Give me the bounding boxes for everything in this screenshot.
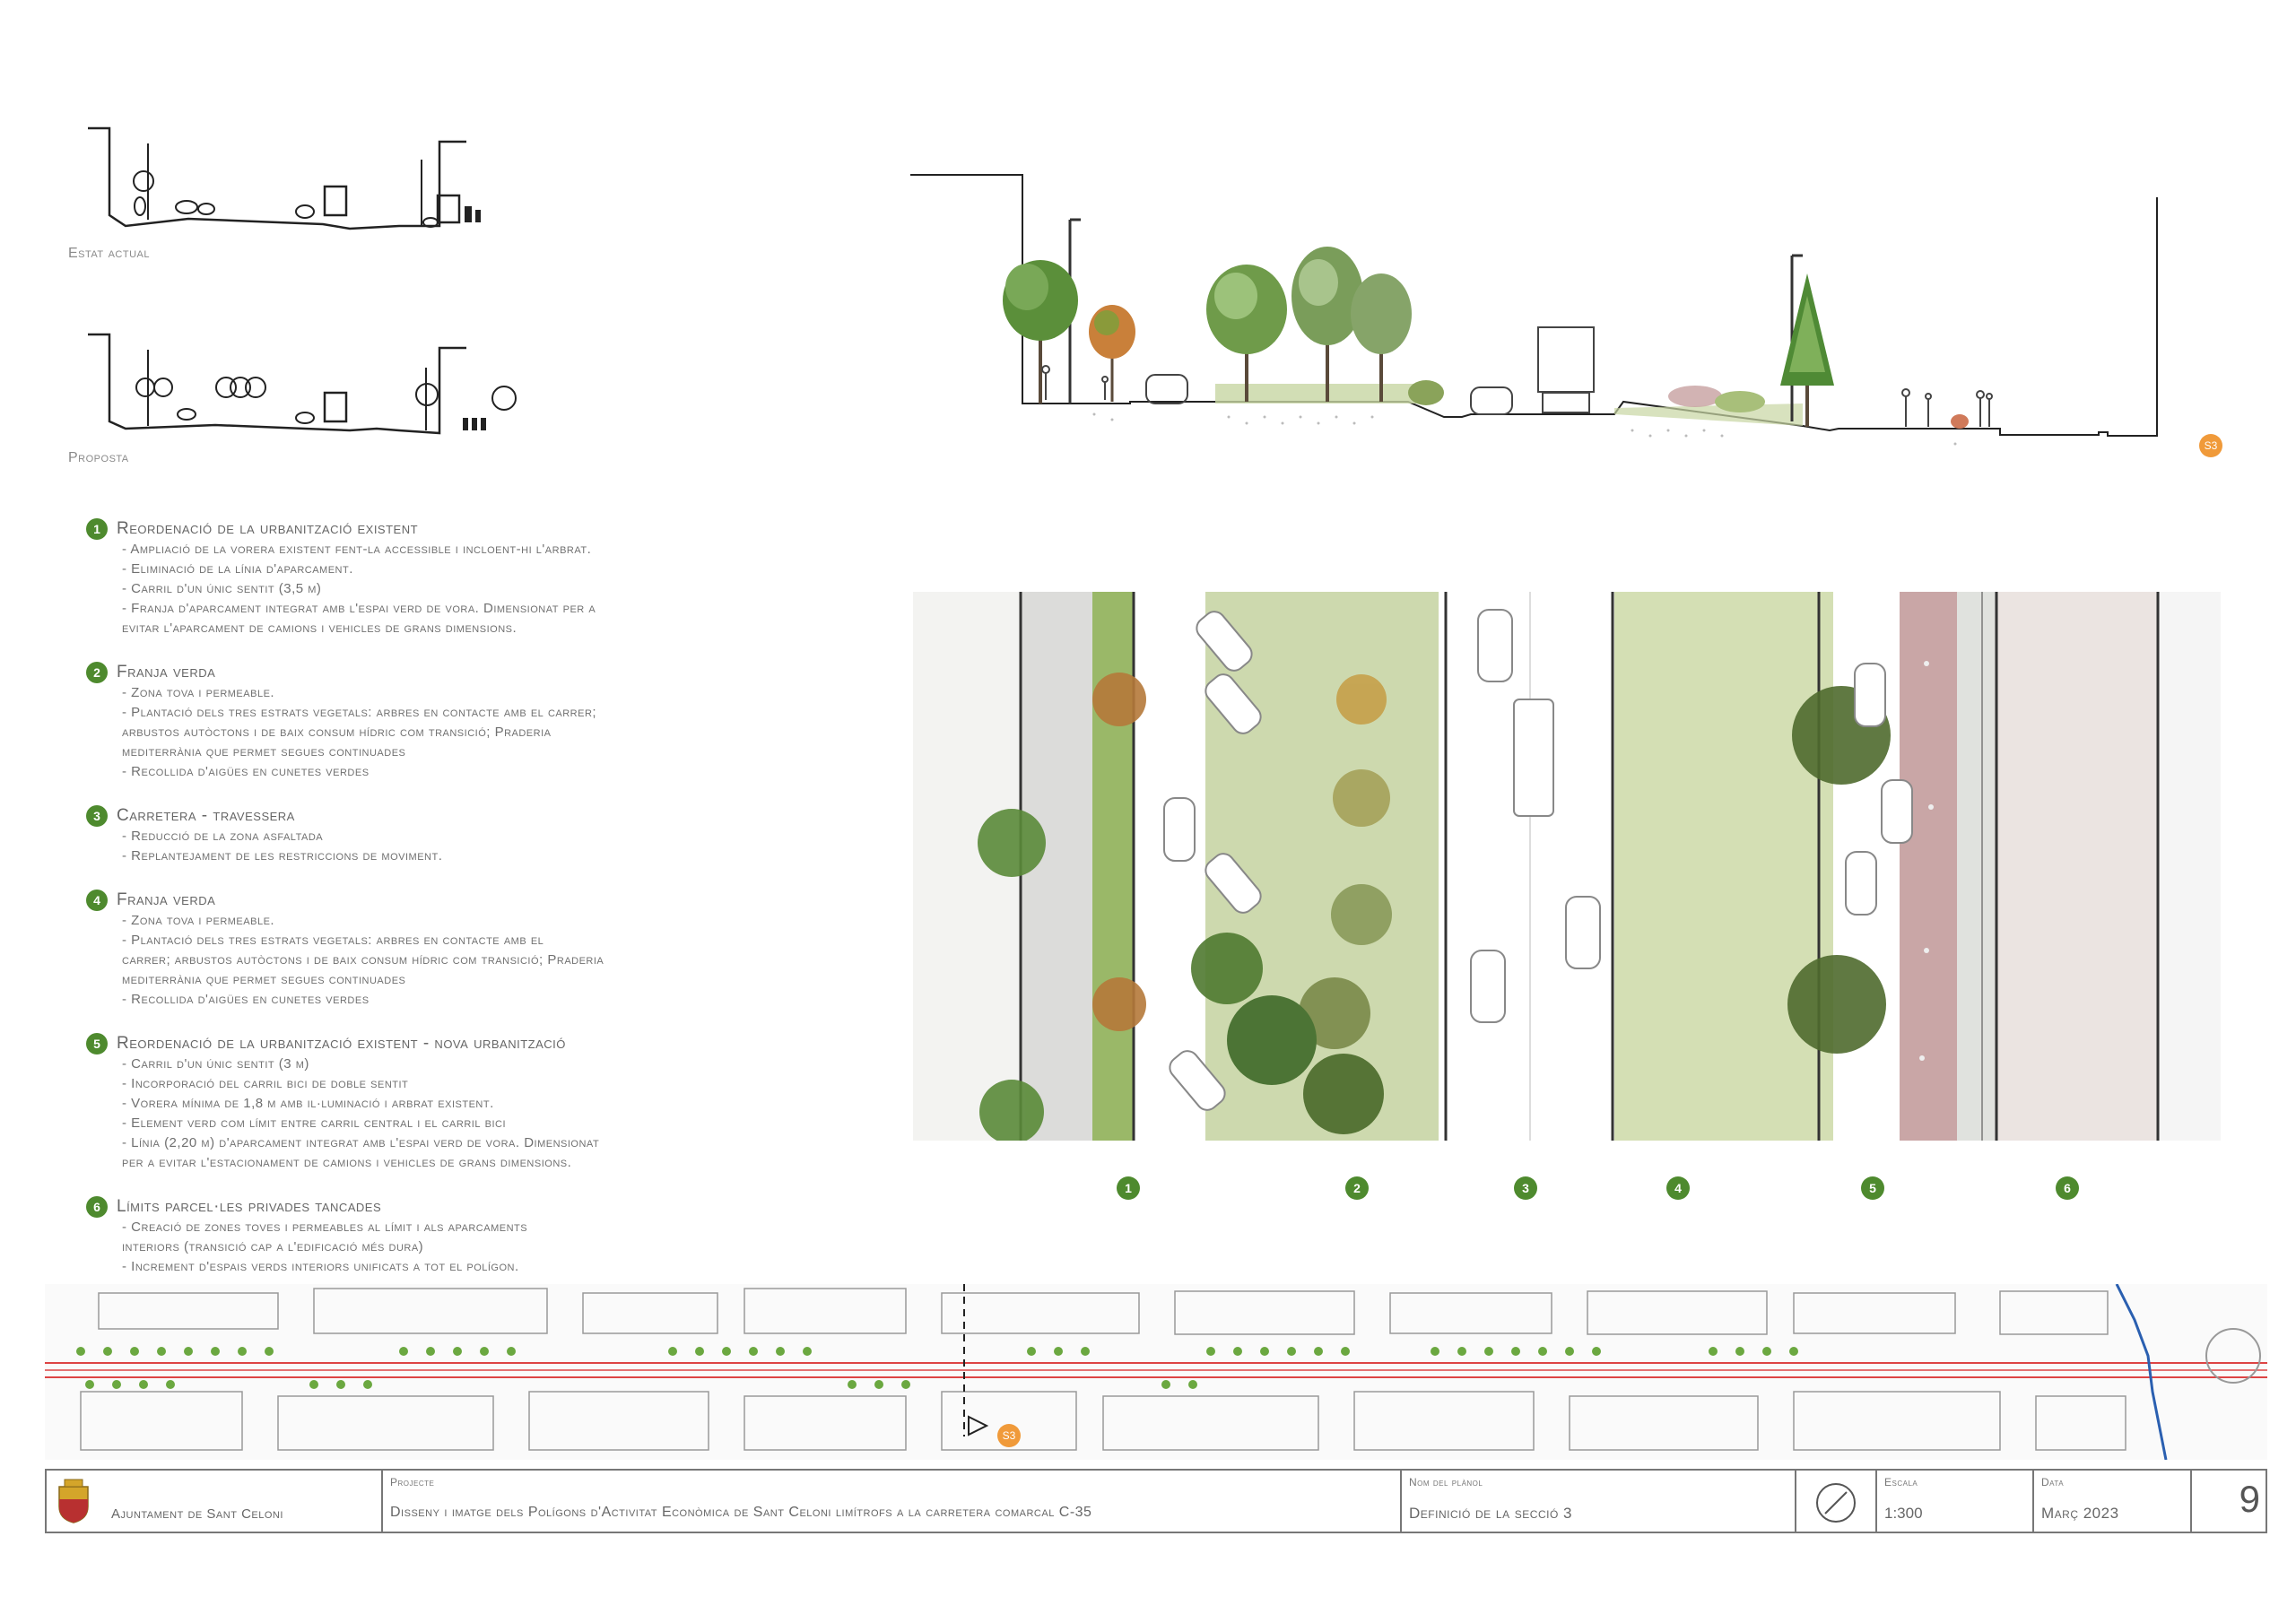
note-line: - Carril d'un únic sentit (3 m) <box>122 1056 309 1072</box>
note-line: - Incorporació del carril bici de doble … <box>122 1076 409 1091</box>
note-line: - Replantejament de les restriccions de … <box>122 848 443 864</box>
organization-cell: Ajuntament de Sant Celoni <box>47 1471 383 1532</box>
note-header: 6 Límits parcel·les privades tancades <box>86 1196 714 1218</box>
note-title: Carretera - travessera <box>117 806 295 825</box>
note-5: 5 Reordenació de la urbanització existent… <box>86 1033 714 1173</box>
note-line: per a evitar l'estacionament de camions … <box>122 1155 572 1170</box>
note-number-badge: 1 <box>86 518 108 540</box>
note-line: - Element verd com límit entre carril ce… <box>122 1115 507 1131</box>
plan-name-label: Nom del plànol <box>1409 1476 1483 1488</box>
note-line: arbustos autòctons i de baix consum hídr… <box>122 725 552 740</box>
note-line: - Plantació dels tres estrats vegetals: … <box>122 933 544 948</box>
note-line: - Creació de zones toves i permeables al… <box>122 1219 528 1235</box>
note-number-badge: 2 <box>86 662 108 683</box>
note-number-badge: 6 <box>86 1196 108 1218</box>
zone-badge-2: 2 <box>1345 1176 1369 1200</box>
section-marker-badge: S3 <box>2199 434 2222 457</box>
note-line: mediterrània que permet segues continuad… <box>122 744 406 759</box>
section-elevation <box>910 174 2158 446</box>
note-2: 2 Franja verda - Zona tova i permeable. - P… <box>86 662 714 782</box>
note-title: Límits parcel·les privades tancades <box>117 1197 382 1216</box>
site-plan-section-marker: S3 <box>997 1424 1021 1447</box>
sheet-number: 9 <box>2239 1478 2260 1520</box>
project-name: Disseny i imatge dels Polígons d'Activit… <box>390 1505 1092 1520</box>
note-header: 4 Franja verda <box>86 890 714 911</box>
note-line: - Recollida d'aigües en cunetes verdes <box>122 992 370 1007</box>
note-4: 4 Franja verda - Zona tova i permeable. - P… <box>86 890 714 1010</box>
zone-badge-1: 1 <box>1117 1176 1140 1200</box>
note-number-badge: 4 <box>86 890 108 911</box>
tree-icon <box>1003 260 1078 404</box>
zone-badge-6: 6 <box>2056 1176 2079 1200</box>
note-header: 1 Reordenació de la urbanització existent <box>86 518 714 540</box>
note-line: - Zona tova i permeable. <box>122 913 275 928</box>
title-block: Ajuntament de Sant Celoni Projecte Disse… <box>45 1469 2267 1533</box>
date-value: Març 2023 <box>2041 1505 2119 1522</box>
note-line: - Plantació dels tres estrats vegetals: … <box>122 705 597 720</box>
note-title: Franja verda <box>117 890 216 909</box>
tree-icon <box>1351 273 1412 402</box>
tree-icon <box>1206 265 1287 402</box>
note-header: 2 Franja verda <box>86 662 714 683</box>
project-label: Projecte <box>390 1476 435 1488</box>
scale-value: 1:300 <box>1884 1505 1923 1522</box>
current-state-caption: Estat actual <box>68 246 150 261</box>
plan-details <box>978 592 2160 1141</box>
note-title: Reordenació de la urbanització existent … <box>117 1034 566 1053</box>
date-label: Data <box>2041 1476 2065 1488</box>
note-line: - Vorera mínima de 1,8 m amb il·luminaci… <box>122 1096 494 1111</box>
note-line: - Recollida d'aigües en cunetes verdes <box>122 764 370 779</box>
section-proposal <box>88 333 517 435</box>
scale-cell: Escala 1:300 <box>1877 1471 2034 1532</box>
proposal-caption: Proposta <box>68 450 129 465</box>
tree-icon <box>1089 305 1135 402</box>
note-line: - Eliminació de la línia d'aparcament. <box>122 561 353 577</box>
note-line: mediterrània que permet segues continuad… <box>122 972 406 987</box>
north-arrow-icon <box>1816 1483 1856 1523</box>
note-1: 1 Reordenació de la urbanització existent… <box>86 518 714 638</box>
north-arrow-cell <box>1796 1471 1877 1532</box>
zone-badge-5: 5 <box>1861 1176 1884 1200</box>
note-line: carrer; arbustos autòctons i de baix con… <box>122 952 604 968</box>
scale-label: Escala <box>1884 1476 1918 1488</box>
note-line: - Zona tova i permeable. <box>122 685 275 700</box>
zone-badge-3: 3 <box>1514 1176 1537 1200</box>
note-6: 6 Límits parcel·les privades tancades - Cr… <box>86 1196 714 1277</box>
zone-badge-4: 4 <box>1666 1176 1690 1200</box>
note-line: - Franja d'aparcament integrat amb l'esp… <box>122 601 596 616</box>
plan-name: Definició de la secció 3 <box>1409 1505 1572 1522</box>
tree-icon <box>1780 273 1834 427</box>
plot-beyond <box>2158 592 2221 1141</box>
note-line: - Increment d'espais verds interiors uni… <box>122 1259 519 1274</box>
tree-icon <box>1292 247 1363 402</box>
note-3: 3 Carretera - travessera - Reducció de la … <box>86 805 714 866</box>
green-strip-4 <box>1614 592 1833 1141</box>
private-plot-right <box>1998 592 2158 1141</box>
sidewalk-right <box>1957 592 1998 1141</box>
site-plan-map <box>45 1284 2267 1460</box>
road-3 <box>1439 592 1614 1141</box>
note-line: interiors (transició cap a l'edificació … <box>122 1239 424 1254</box>
note-line: - Carril d'un únic sentit (3,5 m) <box>122 581 322 596</box>
organization-name: Ajuntament de Sant Celoni <box>111 1506 283 1522</box>
date-cell: Data Març 2023 <box>2034 1471 2192 1532</box>
municipal-crest-icon <box>58 1479 89 1523</box>
note-line: - Reducció de la zona asfaltada <box>122 829 324 844</box>
sheet-cell: 9 <box>2192 1471 2266 1532</box>
note-line: evitar l'aparcament de camions i vehicle… <box>122 621 517 636</box>
plan-name-cell: Nom del plànol Definició de la secció 3 <box>1402 1471 1796 1532</box>
note-number-badge: 3 <box>86 805 108 827</box>
lane-left <box>1134 592 1205 1141</box>
note-title: Franja verda <box>117 663 216 681</box>
note-line: - Línia (2,20 m) d'aparcament integrat a… <box>122 1135 600 1150</box>
section-current-state <box>88 126 481 230</box>
note-title: Reordenació de la urbanització existent <box>117 519 419 538</box>
bike-lane <box>1900 592 1957 1141</box>
note-header: 3 Carretera - travessera <box>86 805 714 827</box>
note-number-badge: 5 <box>86 1033 108 1055</box>
note-line: - Ampliació de la vorera existent fent-l… <box>122 542 592 557</box>
note-header: 5 Reordenació de la urbanització existent… <box>86 1033 714 1055</box>
project-cell: Projecte Disseny i imatge dels Polígons … <box>383 1471 1402 1532</box>
